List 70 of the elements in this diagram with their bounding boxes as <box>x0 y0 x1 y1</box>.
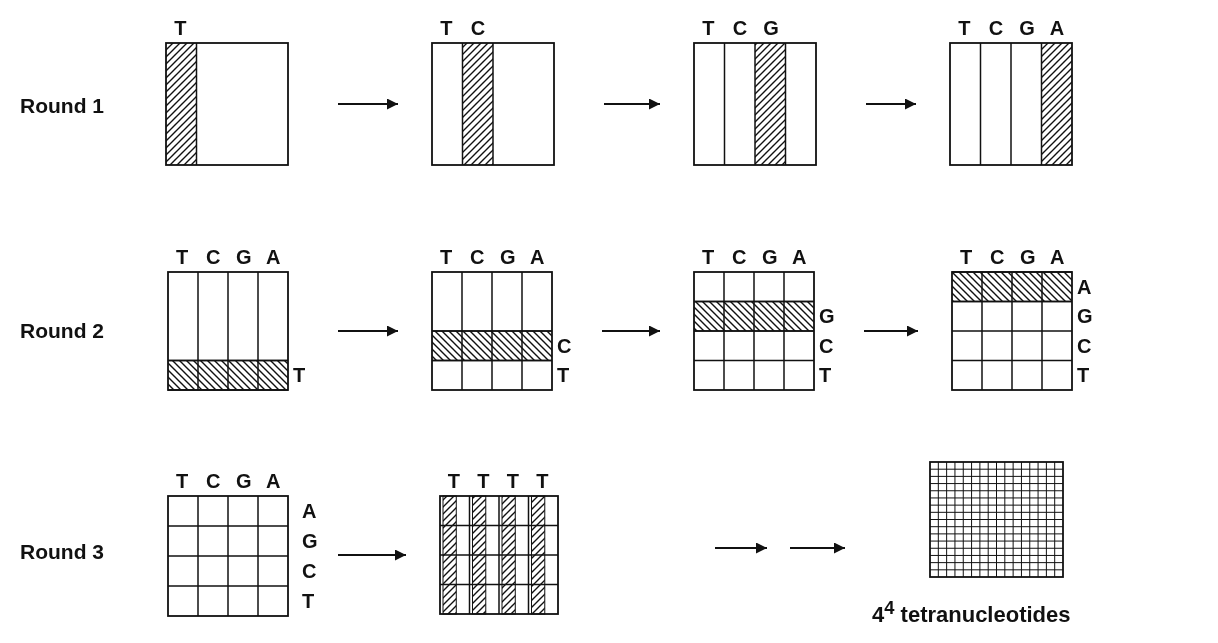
base-label: G <box>236 246 252 268</box>
base-label: T <box>176 246 189 268</box>
array-grid <box>432 272 552 390</box>
node-label: 4$^{4}$ tetranucleotides <box>872 597 1071 627</box>
base-label: G <box>762 246 778 268</box>
base-label: T <box>702 17 715 39</box>
base-label: G <box>1077 305 1093 328</box>
base-label: G <box>236 470 252 492</box>
base-label: A <box>266 470 281 492</box>
base-label: C <box>732 17 748 39</box>
array-grid <box>440 496 558 614</box>
base-label: T <box>176 470 189 492</box>
base-label: A <box>530 246 545 268</box>
base-label: G <box>1020 246 1036 268</box>
arrow <box>866 98 916 110</box>
array-grid <box>930 462 1063 577</box>
base-label: T <box>477 470 490 492</box>
base-label: T <box>440 17 453 39</box>
base-label: C <box>732 246 747 268</box>
arrow <box>602 325 660 337</box>
base-label: C <box>819 334 834 357</box>
base-label: T <box>302 590 315 612</box>
array-grid <box>694 272 814 390</box>
base-label: C <box>990 246 1005 268</box>
base-label: G <box>1019 17 1035 39</box>
array-grid <box>952 272 1072 390</box>
array-grid <box>432 43 554 165</box>
base-label: A <box>266 246 281 268</box>
base-label: C <box>470 17 486 39</box>
arrow <box>338 98 398 110</box>
base-label: T <box>174 17 187 39</box>
arrow <box>338 549 406 561</box>
base-label: C <box>1077 334 1092 357</box>
round-label: Round 2 <box>20 319 104 343</box>
base-label: C <box>302 560 317 582</box>
base-label: T <box>506 470 519 492</box>
base-label: C <box>470 246 485 268</box>
base-label: A <box>1077 275 1092 298</box>
base-label: T <box>293 364 306 387</box>
arrow <box>604 98 660 110</box>
base-label: T <box>702 246 715 268</box>
arrow <box>864 325 918 337</box>
base-label: T <box>536 470 549 492</box>
array-grid <box>168 496 288 616</box>
base-label: T <box>447 470 460 492</box>
base-label: G <box>819 305 835 328</box>
base-label: T <box>440 246 453 268</box>
array-grid <box>950 43 1072 165</box>
base-label: A <box>302 500 317 522</box>
array-grid <box>694 43 816 165</box>
base-label: T <box>819 364 832 387</box>
array-grid <box>168 272 288 390</box>
base-label: T <box>960 246 973 268</box>
base-label: A <box>1050 246 1065 268</box>
round-label: Round 1 <box>20 94 104 118</box>
base-label: G <box>302 530 318 552</box>
arrow <box>338 325 398 337</box>
base-label: G <box>500 246 516 268</box>
base-label: C <box>206 246 221 268</box>
base-label: T <box>557 364 570 387</box>
base-label: G <box>763 17 779 39</box>
base-label: A <box>792 246 807 268</box>
base-label: T <box>1077 364 1090 387</box>
round-label: Round 3 <box>20 540 104 564</box>
base-label: A <box>1049 17 1065 39</box>
base-label: C <box>988 17 1004 39</box>
base-label: C <box>206 470 221 492</box>
array-grid <box>166 43 288 165</box>
base-label: C <box>557 334 572 357</box>
base-label: T <box>958 17 971 39</box>
